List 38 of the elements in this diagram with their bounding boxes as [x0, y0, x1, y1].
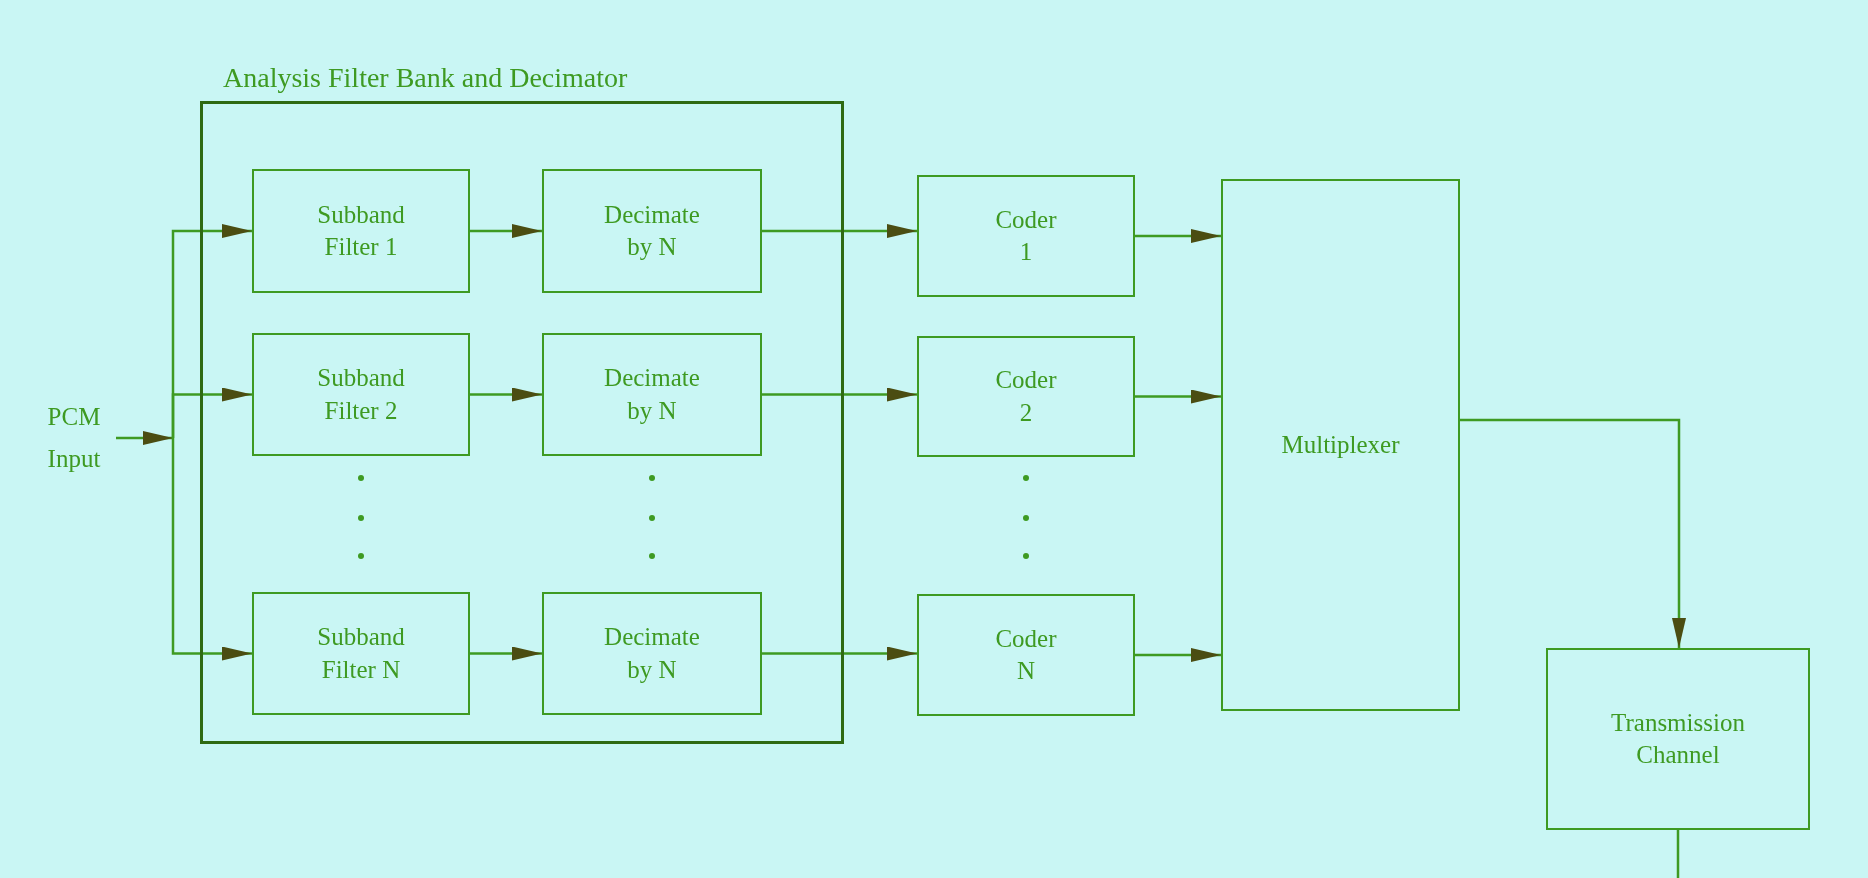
box-label: Transmission Channel	[1610, 707, 1746, 770]
group-heading: Analysis Filter Bank and Decimator	[223, 61, 628, 95]
process-box	[542, 592, 762, 715]
process-box	[252, 333, 470, 456]
arrow	[470, 646, 542, 661]
box-label: Subband Filter 2	[316, 363, 406, 426]
arrow	[1135, 229, 1221, 243]
process-box	[917, 175, 1135, 297]
box-label: Coder 2	[994, 365, 1058, 428]
process-box	[542, 333, 762, 456]
process-box	[1546, 648, 1810, 830]
process-box	[1221, 179, 1460, 711]
box-label: Decimate by N	[603, 622, 701, 685]
box-label: Subband Filter N	[316, 622, 406, 685]
arrow	[762, 646, 917, 661]
arrow	[762, 387, 917, 402]
arrow	[470, 224, 542, 238]
box-label: Multiplexer	[1281, 429, 1400, 460]
process-box	[917, 594, 1135, 716]
arrow	[470, 387, 542, 402]
arrow	[116, 431, 173, 445]
box-label: Decimate by N	[603, 363, 701, 426]
process-box	[252, 592, 470, 715]
box-label: Decimate by N	[603, 199, 701, 262]
box-label: Subband Filter 1	[316, 199, 406, 262]
arrow	[1460, 418, 1686, 648]
arrow	[171, 387, 252, 438]
arrow	[1135, 648, 1221, 662]
connector-line	[1676, 830, 1680, 878]
input-label: PCM Input	[32, 396, 116, 480]
arrow	[1135, 389, 1221, 404]
process-box	[252, 169, 470, 293]
process-box	[542, 169, 762, 293]
process-box	[917, 336, 1135, 457]
arrow	[171, 438, 252, 661]
arrow	[762, 224, 917, 238]
box-label: Coder 1	[994, 204, 1058, 267]
box-label: Coder N	[994, 623, 1058, 686]
